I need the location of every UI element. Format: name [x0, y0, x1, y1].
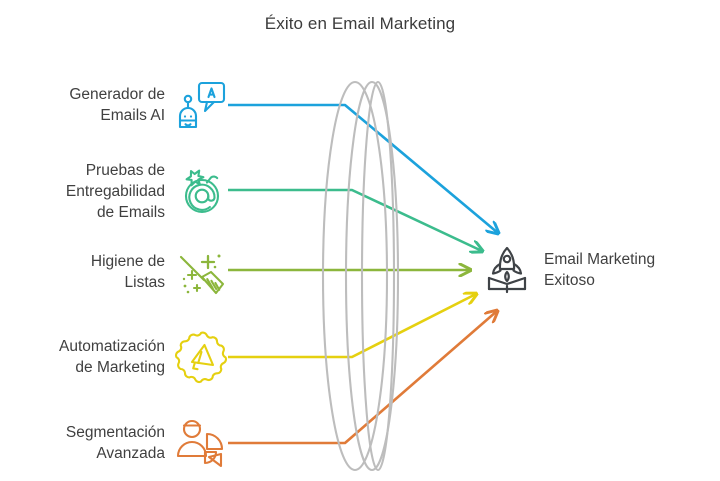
source-node-5-label: Segmentación Avanzada — [65, 424, 165, 462]
connector-line-4 — [228, 294, 476, 359]
lens-shape — [321, 80, 400, 472]
at-sign-bomb-icon — [184, 169, 220, 214]
rocket-launch-icon — [487, 246, 527, 294]
page-title: Éxito en Email Marketing — [264, 14, 456, 33]
connector-line-1 — [228, 103, 498, 233]
connector-lines — [228, 103, 498, 445]
source-node-4-label: Automatización de Marketing — [59, 338, 165, 376]
source-node-2-label: Pruebas de Entregabilidad de Emails — [65, 161, 165, 221]
connector-line-2 — [228, 188, 482, 251]
source-node-5[interactable]: Segmentación Avanzada — [14, 418, 228, 468]
source-node-1[interactable]: Generador de Emails AI — [14, 80, 228, 130]
source-node-3[interactable]: Higiene de Listas — [14, 247, 228, 297]
megaphone-badge-icon — [175, 331, 227, 384]
target-node-label: Email Marketing Exitoso — [544, 251, 656, 289]
source-node-1-label: Generador de Emails AI — [69, 86, 165, 124]
robot-chat-bubble-icon — [178, 81, 226, 129]
source-node-3-label: Higiene de Listas — [90, 253, 165, 291]
target-node[interactable]: Email Marketing Exitoso — [482, 245, 655, 295]
connector-line-5 — [228, 311, 497, 445]
source-node-4[interactable]: Automatización de Marketing — [14, 331, 228, 384]
source-node-2[interactable]: Pruebas de Entregabilidad de Emails — [14, 155, 228, 227]
person-pie-chart-icon — [176, 419, 224, 468]
broom-sparkle-icon — [179, 254, 225, 295]
